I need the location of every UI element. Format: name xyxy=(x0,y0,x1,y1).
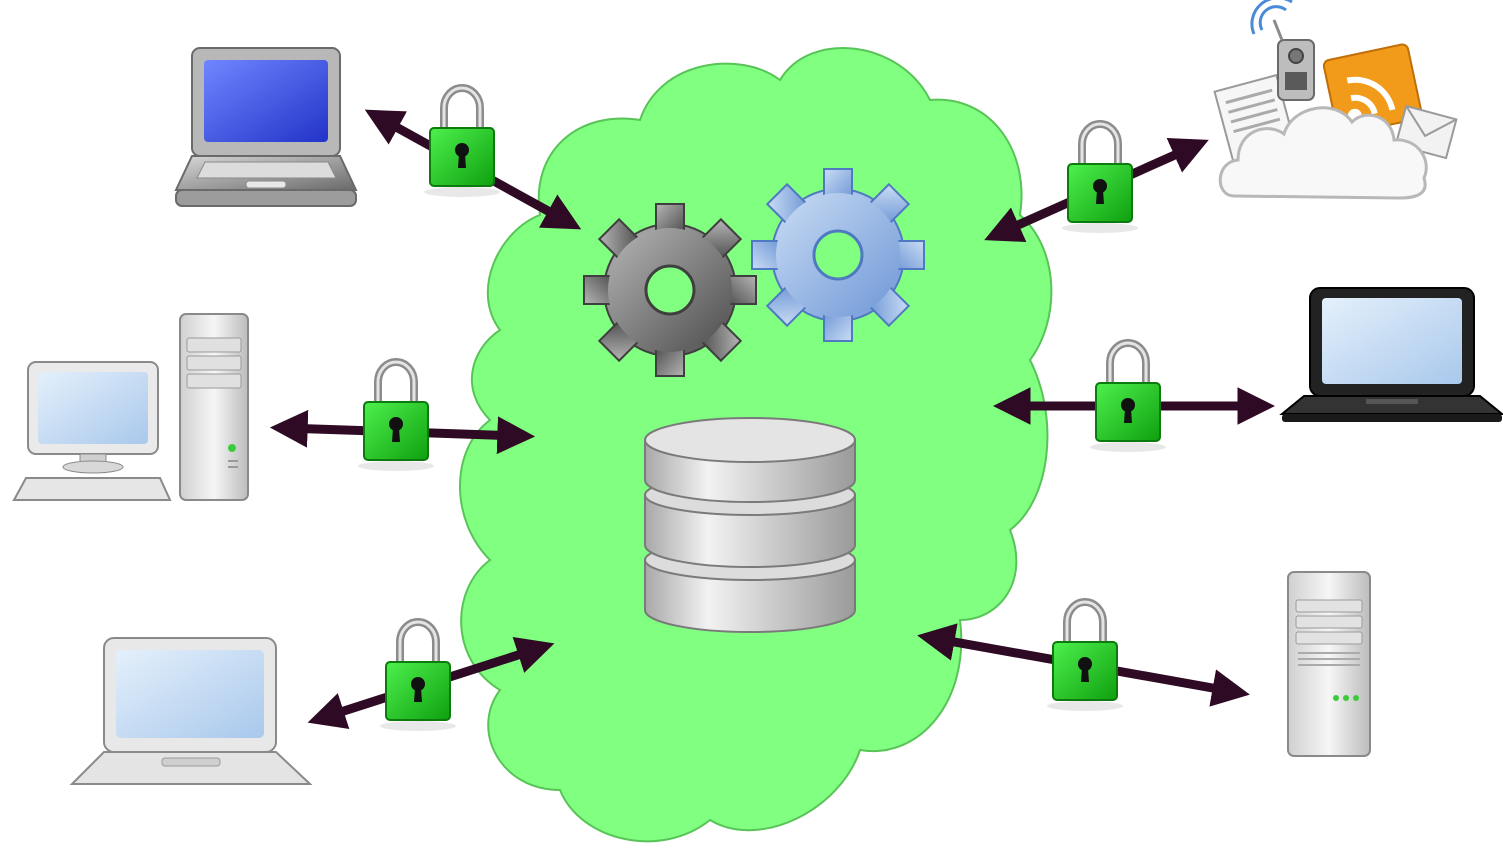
laptop-icon xyxy=(174,47,358,207)
padlock-icon xyxy=(424,88,500,197)
padlock-icon xyxy=(1090,343,1166,452)
laptop-icon xyxy=(1279,287,1503,422)
padlock-icon xyxy=(380,622,456,731)
desktop-computer-icon xyxy=(12,313,249,501)
gray-gear-icon xyxy=(583,203,757,377)
padlock-icon xyxy=(1062,124,1138,233)
padlock-icon xyxy=(358,362,434,471)
cloud-services-icon xyxy=(1213,0,1458,200)
database-icon xyxy=(644,417,856,633)
blue-gear-icon xyxy=(751,168,925,342)
laptop-icon xyxy=(69,637,313,785)
padlock-icon xyxy=(1047,602,1123,711)
server-icon xyxy=(1287,571,1371,757)
